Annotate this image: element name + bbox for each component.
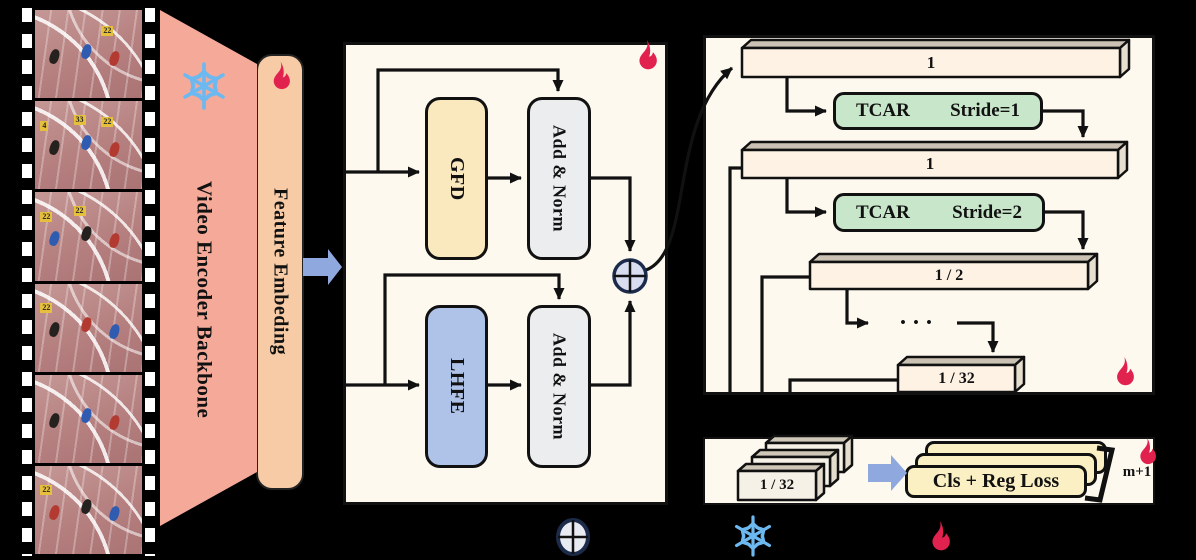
lane-marker: 22: [73, 206, 86, 217]
legend-circle-plus-icon: [556, 518, 590, 556]
lane-marker: 22: [40, 302, 53, 313]
fusion-module-panel: [343, 42, 668, 505]
tcar-stride2-block: TCAR Stride=2: [833, 193, 1045, 232]
video-frame: 22: [35, 465, 142, 555]
lane-marker: 4: [40, 120, 49, 131]
add-norm-bottom-label: Add & Norm: [549, 333, 570, 440]
pyramid-bar-scale-half: 1 / 2: [934, 266, 964, 284]
lhfe-label: LHFE: [446, 358, 468, 415]
video-frames-filmstrip: 22 4 33 22 22 22 22 22: [20, 8, 157, 556]
video-frame: 22: [35, 10, 142, 99]
legend-snowflake-icon: [734, 517, 772, 555]
add-norm-bottom-block: Add & Norm: [527, 305, 591, 468]
cls-reg-loss-block: Cls + Reg Loss: [905, 465, 1087, 498]
cls-reg-loss-label: Cls + Reg Loss: [932, 470, 1060, 492]
feature-embedding-label: Feature Embeding: [269, 188, 292, 356]
gfd-label: GFD: [446, 156, 468, 201]
film-sprocket-left: [22, 8, 32, 556]
lane-marker: 22: [101, 25, 114, 36]
ellipsis-label: • • •: [900, 314, 934, 331]
lane-marker: 33: [73, 115, 86, 126]
video-frame: 22: [35, 283, 142, 372]
lane-marker: 22: [40, 485, 53, 496]
gfd-block: GFD: [425, 97, 488, 260]
legend-flame-icon: [932, 520, 950, 551]
video-frame: 22 22: [35, 192, 142, 281]
pyramid-bar-scale-1b: 1: [925, 154, 935, 173]
video-frame: [35, 374, 142, 463]
feature-embedding-block: Feature Embeding: [256, 54, 304, 490]
lane-marker: 22: [40, 211, 53, 222]
add-norm-top-label: Add & Norm: [549, 125, 570, 232]
embedding-to-fusion-arrow: [303, 249, 342, 285]
tcar1-stride: Stride=1: [950, 100, 1020, 121]
head-input-feature-label: 1 / 32: [759, 477, 795, 493]
add-norm-top-block: Add & Norm: [527, 97, 591, 260]
tcar2-name: TCAR: [856, 201, 910, 223]
tcar2-stride: Stride=2: [952, 201, 1022, 223]
pyramid-bar-scale-32nd: 1 / 32: [938, 369, 975, 387]
video-encoder-backbone-label: Video Encoder Backbone: [192, 181, 217, 419]
tcar1-name: TCAR: [856, 100, 910, 121]
video-frame: 4 33 22: [35, 101, 142, 190]
lhfe-block: LHFE: [425, 305, 488, 468]
stack-count-label: m+1: [1122, 463, 1152, 480]
film-sprocket-right: [145, 8, 155, 556]
tcar-stride1-block: TCAR Stride=1: [833, 92, 1043, 130]
pyramid-bar-scale-1a: 1: [926, 52, 936, 72]
lane-marker: 22: [101, 117, 114, 128]
